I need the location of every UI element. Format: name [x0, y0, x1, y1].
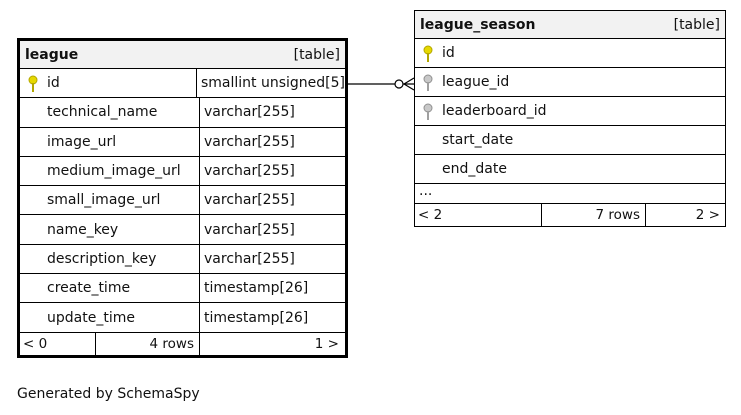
column-name: description_key [47, 250, 157, 267]
column-name: small_image_url [47, 192, 161, 209]
parents-link[interactable]: < 0 [20, 332, 96, 355]
column-row: description_key varchar[255] [20, 244, 345, 275]
column-type: varchar[255] [204, 221, 295, 238]
league-season-table-kind: [table] [673, 16, 720, 33]
table-footer: < 2 7 rows 2 > [415, 204, 725, 226]
column-type: varchar[255] [204, 163, 295, 180]
row-count: 7 rows [542, 204, 646, 226]
row-count: 4 rows [96, 332, 200, 355]
column-name: medium_image_url [47, 163, 181, 180]
column-row: name_key varchar[255] [20, 215, 345, 245]
league-table-name: league [25, 46, 79, 63]
column-name: image_url [47, 133, 117, 150]
column-type: varchar[255] [204, 133, 295, 150]
primary-key-icon [423, 45, 433, 62]
zero-cardinality-icon [394, 79, 404, 89]
column-row: update_time timestamp[26] [20, 303, 345, 333]
column-name: id [442, 45, 455, 61]
parents-link[interactable]: < 2 [415, 204, 542, 226]
column-name: create_time [47, 280, 131, 297]
column-type: timestamp[26] [204, 309, 309, 326]
generated-by-credit: Generated by SchemaSpy [17, 386, 200, 402]
primary-key-icon [28, 75, 38, 92]
column-row: medium_image_url varchar[255] [20, 156, 345, 187]
column-type: smallint unsigned[5] [200, 75, 345, 92]
column-row: id smallint unsigned[5] [20, 69, 345, 99]
column-name: id [47, 75, 60, 92]
more-columns-indicator: ... [415, 184, 725, 204]
crows-foot-icon [403, 77, 415, 91]
column-type: varchar[255] [204, 250, 295, 267]
column-name: name_key [47, 221, 119, 238]
column-type: timestamp[26] [204, 280, 309, 297]
column-row: technical_name varchar[255] [20, 98, 345, 128]
column-name: league_id [442, 74, 510, 90]
foreign-key-icon [423, 74, 433, 91]
column-name: update_time [47, 309, 135, 326]
column-row: image_url varchar[255] [20, 127, 345, 157]
column-row: small_image_url varchar[255] [20, 186, 345, 216]
column-row: id [415, 39, 725, 68]
foreign-key-icon [423, 103, 433, 120]
league-season-table-header: league_season [table] [415, 11, 725, 39]
column-row: league_id [415, 68, 725, 97]
column-row: leaderboard_id [415, 97, 725, 126]
league-season-table[interactable]: league_season [table] id league_id leade… [414, 10, 726, 227]
column-type: varchar[255] [204, 192, 295, 209]
column-name: start_date [442, 132, 514, 148]
column-row: end_date [415, 155, 725, 184]
table-footer: < 0 4 rows 1 > [20, 332, 345, 355]
column-type: varchar[255] [204, 104, 295, 121]
league-table[interactable]: league [table] id smallint unsigned[5] t… [17, 38, 348, 358]
column-name: leaderboard_id [442, 103, 547, 119]
children-link[interactable]: 2 > [695, 207, 720, 223]
children-link[interactable]: 1 > [314, 335, 339, 352]
column-name: end_date [442, 161, 507, 177]
column-row: start_date [415, 126, 725, 155]
league-table-kind: [table] [293, 46, 340, 63]
column-row: create_time timestamp[26] [20, 274, 345, 304]
league-season-table-name: league_season [420, 16, 536, 33]
league-table-header: league [table] [20, 41, 345, 69]
column-name: technical_name [47, 104, 158, 121]
